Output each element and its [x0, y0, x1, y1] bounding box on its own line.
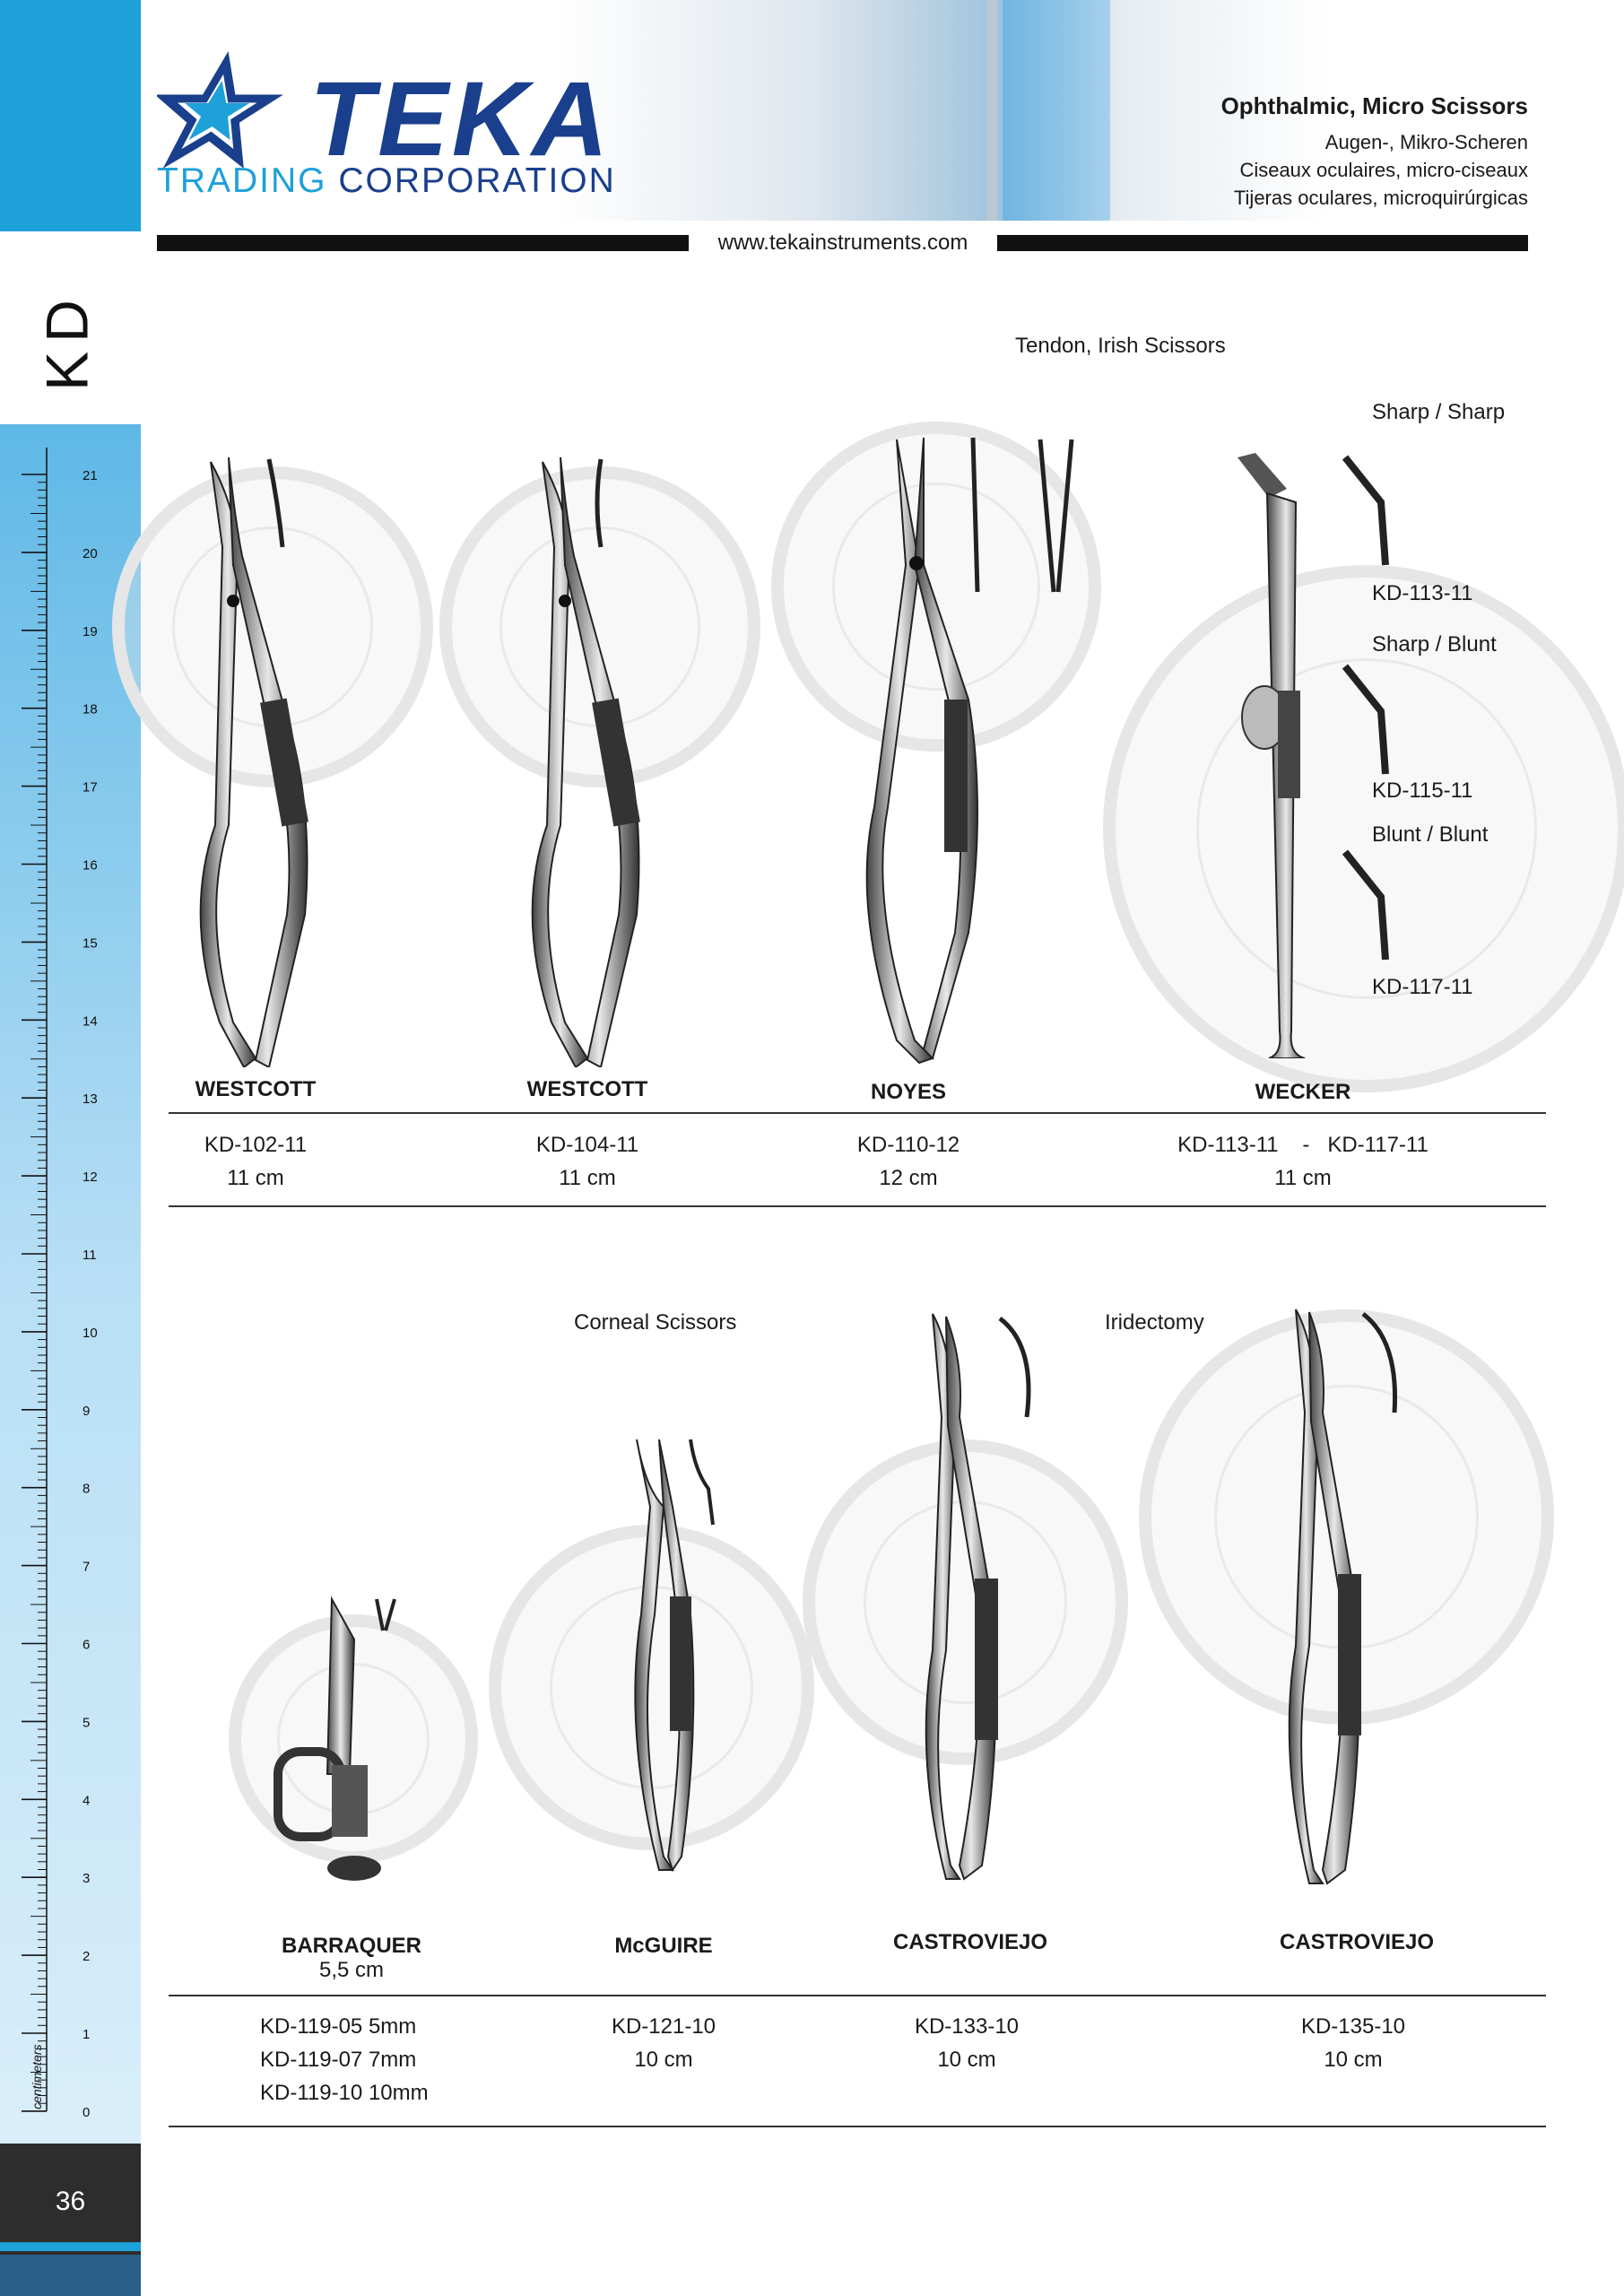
ruler-label: 13 — [83, 1091, 98, 1107]
product-code: KD-119-10 10mm — [260, 2081, 429, 2105]
brand-sub-2: CORPORATION — [338, 161, 616, 200]
ruler-unit: centimeters — [30, 2045, 44, 2109]
divider — [169, 1112, 1546, 1114]
ruler-label: 10 — [83, 1326, 98, 1341]
ruler-label: 11 — [83, 1248, 97, 1263]
tip-code: KD-113-11 — [1372, 581, 1473, 605]
product-code: KD-121-10 — [611, 2014, 716, 2039]
tip-code: KD-117-11 — [1372, 975, 1473, 999]
product-code: KD-119-07 7mm — [260, 2048, 417, 2072]
product-code: KD-119-05 5mm — [260, 2014, 417, 2039]
ruler-label: 9 — [83, 1404, 90, 1419]
ruler-label: 8 — [83, 1482, 90, 1497]
castroviejo-scissors-image — [1288, 1309, 1398, 1885]
ruler-label: 17 — [83, 780, 98, 796]
ruler-label: 19 — [83, 624, 98, 639]
product-name: WECKER — [1255, 1080, 1351, 1104]
rail-stripe — [0, 2255, 141, 2296]
ruler-label: 2 — [83, 1949, 90, 1964]
tip-code: KD-115-11 — [1372, 778, 1473, 803]
brand-subtitle: TRADING CORPORATION — [157, 161, 616, 201]
watermark-seal — [1103, 565, 1624, 1092]
title-german: Augen-, Mikro-Scheren — [1324, 131, 1528, 153]
product-name: BARRAQUER — [282, 1934, 421, 1958]
title-spanish: Tijeras oculares, microquirúrgicas — [1233, 187, 1528, 209]
divider — [169, 1995, 1546, 1996]
tip-label: Blunt / Blunt — [1372, 822, 1489, 847]
product-size: 10 cm — [1324, 2048, 1383, 2072]
rail-stripe — [0, 2242, 141, 2251]
ruler-label: 0 — [83, 2105, 90, 2120]
product-name: WESTCOTT — [526, 1077, 648, 1101]
ruler-label: 14 — [83, 1013, 98, 1029]
brand-sub-1: TRADING — [157, 161, 327, 200]
section-tab-label: KD — [36, 291, 100, 391]
product-code-range: KD-113-11 - KD-117-11 — [1177, 1133, 1429, 1157]
product-code: KD-133-10 — [914, 2014, 1020, 2039]
westcott-scissors-image — [199, 457, 308, 1067]
section-code: KD — [36, 291, 100, 391]
product-size: 12 cm — [879, 1166, 938, 1190]
ruler-label: 3 — [83, 1871, 90, 1886]
header-decor-strip — [986, 0, 997, 221]
product-name: CASTROVIEJO — [892, 1930, 1048, 1954]
product-size: 10 cm — [634, 2048, 693, 2072]
noyes-scissors-image — [865, 437, 1074, 1065]
ruler-label: 21 — [83, 468, 98, 483]
mcguire-scissors-image — [634, 1439, 715, 1873]
product-code: KD-110-12 — [856, 1133, 960, 1157]
ruler-label: 7 — [83, 1560, 90, 1575]
ruler-label: 18 — [83, 702, 98, 718]
ruler-scale: 2120191817161514131211109876543210centim… — [22, 448, 98, 2120]
castroviejo-scissors-image — [925, 1313, 1031, 1881]
group-label-corneal: Corneal Scissors — [574, 1310, 737, 1335]
divider — [169, 1205, 1546, 1207]
ruler-label: 12 — [83, 1170, 98, 1185]
barraquer-scissors-image — [274, 1596, 396, 1881]
page-title: Ophthalmic, Micro Scissors — [1220, 92, 1528, 119]
product-code: KD-102-11 — [204, 1133, 308, 1157]
tip-label: Sharp / Sharp — [1372, 400, 1506, 424]
group-label-iridectomy: Iridectomy — [1105, 1310, 1204, 1335]
product-size: 11 cm — [227, 1166, 284, 1190]
ruler-label: 4 — [83, 1793, 90, 1808]
sharp-sharp-tip-image — [1342, 455, 1389, 566]
ruler-label: 1 — [83, 2027, 90, 2042]
title-french: Ciseaux oculaires, micro-ciseaux — [1239, 159, 1528, 181]
header-rule — [157, 235, 689, 251]
ruler-label: 20 — [83, 546, 98, 561]
product-size: 5,5 cm — [318, 1958, 385, 1982]
rail-top-block — [0, 0, 141, 231]
product-name: McGUIRE — [614, 1934, 713, 1958]
star-icon — [157, 51, 283, 169]
ruler-label: 6 — [83, 1638, 90, 1653]
product-name: NOYES — [870, 1080, 947, 1104]
ruler-label: 15 — [83, 935, 98, 951]
blunt-blunt-tip-image — [1342, 849, 1389, 961]
tip-label: Sharp / Blunt — [1372, 632, 1497, 657]
product-code: KD-104-11 — [535, 1133, 639, 1157]
website-link[interactable]: www.tekainstruments.com — [717, 230, 968, 255]
brand-logo: TEKA — [157, 51, 605, 178]
wecker-scissors-image — [1238, 453, 1306, 1058]
ruler-label: 5 — [83, 1715, 90, 1730]
product-code: KD-135-10 — [1300, 2014, 1406, 2039]
product-name: CASTROVIEJO — [1279, 1930, 1435, 1954]
group-label-tendon: Tendon, Irish Scissors — [1015, 334, 1226, 358]
header-decor-strip — [1003, 0, 1110, 221]
product-name: WESTCOTT — [195, 1077, 317, 1101]
product-size: 11 cm — [1274, 1166, 1332, 1190]
page-number: 36 — [55, 2187, 86, 2216]
product-size: 10 cm — [937, 2048, 996, 2072]
header-band — [141, 0, 1624, 221]
ruler-label: 16 — [83, 858, 98, 874]
brand-wordmark: TEKA — [309, 60, 605, 178]
divider — [169, 2126, 1546, 2127]
header-rule — [997, 235, 1528, 251]
sharp-blunt-tip-image — [1342, 664, 1389, 775]
westcott-scissors-image — [531, 457, 640, 1067]
section-tab — [0, 254, 141, 424]
product-size: 11 cm — [559, 1166, 616, 1190]
